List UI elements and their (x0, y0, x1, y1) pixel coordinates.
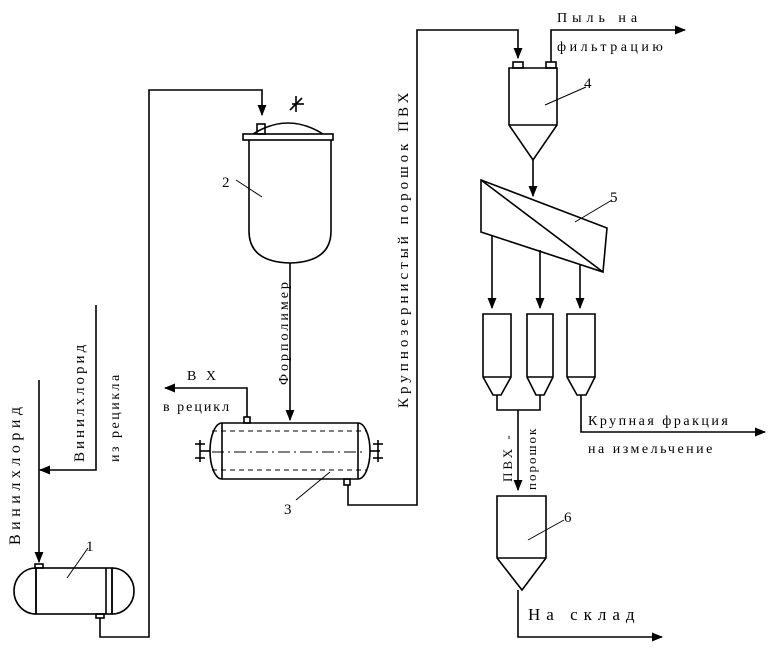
stream-vc-recycle-1: Винилхлорид (72, 342, 88, 462)
vessel-1 (13, 563, 135, 619)
coarse-fraction-line (580, 395, 767, 437)
label-number-3: 3 (284, 502, 292, 518)
small-bunker-2 (526, 313, 554, 396)
stream-vc-recycle-2: из рецикла (108, 372, 123, 462)
stream-dust-1: Пыль на (557, 11, 642, 26)
label-number-1: 1 (86, 539, 94, 555)
stream-pvc-powder-2: порошок (524, 427, 539, 490)
stream-coarse-powder: Крупнозернистый порошок ПВХ (396, 89, 412, 408)
stream-pvc-powder-1: ПВХ - (500, 432, 515, 482)
stream-vx-recycle-1: В Х (187, 369, 219, 384)
leader-2 (235, 179, 263, 198)
collect-line (496, 395, 541, 411)
reactor-2 (242, 96, 334, 264)
vessel-3 (195, 416, 383, 486)
bunker-4 (508, 61, 558, 162)
stream-coarse-fraction-2: на измельчение (588, 442, 715, 457)
stream-to-warehouse: На склад (528, 605, 641, 624)
label-number-6: 6 (564, 510, 572, 526)
stream-vinyl-chloride: Винилхлорид (7, 402, 24, 545)
dust-line (550, 25, 687, 62)
bunker-6 (496, 495, 547, 592)
small-bunker-1 (482, 313, 512, 396)
leader-1 (66, 547, 89, 579)
sieve-5 (480, 178, 608, 274)
leader-3 (295, 471, 331, 501)
stream-dust-2: фильтрацию (557, 40, 666, 55)
coarse-powder-line (347, 29, 523, 506)
stream-prepolymer: Форполимер (277, 279, 292, 385)
leader-4 (544, 86, 587, 106)
leader-6 (527, 519, 565, 541)
warehouse-line (517, 590, 664, 642)
stream-coarse-fraction-1: Крупная фракция (588, 414, 730, 429)
label-number-5: 5 (610, 190, 618, 206)
small-bunker-3 (566, 313, 596, 396)
vc-recycle-line (38, 305, 97, 475)
vx-recycle-line (163, 383, 248, 417)
stream-vx-recycle-2: в рецикл (163, 400, 231, 415)
label-number-4: 4 (584, 76, 592, 92)
leader-5 (574, 199, 613, 223)
line-1-to-2 (99, 89, 267, 638)
label-number-2: 2 (222, 175, 230, 191)
